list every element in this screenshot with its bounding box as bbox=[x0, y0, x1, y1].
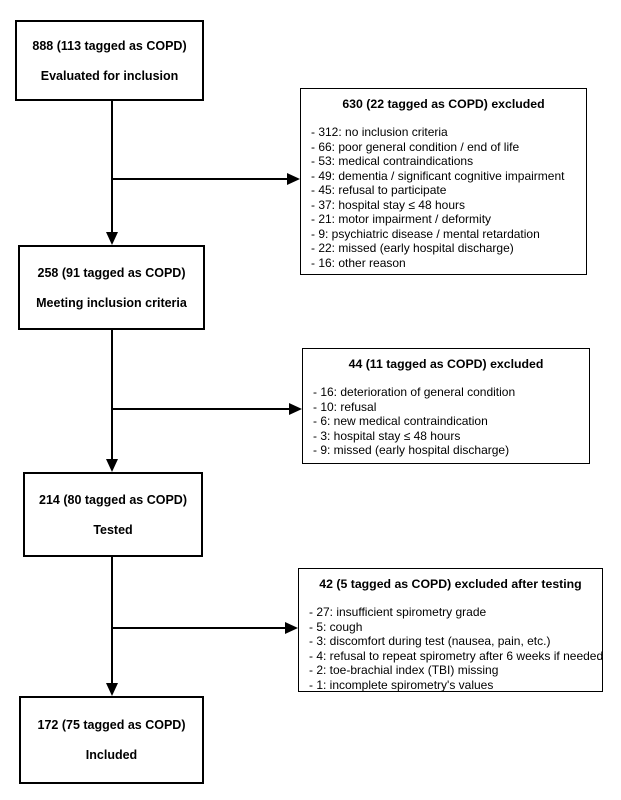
stage-label: Tested bbox=[93, 522, 133, 537]
exclusion-box-3: 42 (5 tagged as COPD) excluded after tes… bbox=[298, 568, 603, 692]
exclusion-item: - 16: other reason bbox=[311, 255, 406, 270]
exclusion-item: - 22: missed (early hospital discharge) bbox=[311, 241, 514, 255]
exclusion-item: - 2: toe-brachial index (TBI) missing bbox=[309, 663, 499, 677]
stage-count: 888 (113 tagged as COPD) bbox=[32, 38, 187, 53]
exclusion-title: 630 (22 tagged as COPD) excluded bbox=[342, 97, 545, 111]
exclusion-item: - 9: missed (early hospital discharge) bbox=[313, 443, 510, 457]
exclusion-list: - 16: deterioration of general condition… bbox=[313, 385, 579, 458]
stage-label: Evaluated for inclusion bbox=[40, 68, 179, 83]
exclusion-item: - 4: refusal to repeat spirometry after … bbox=[309, 648, 604, 663]
exclusion-title: 44 (11 tagged as COPD) excluded bbox=[348, 357, 544, 371]
stage-count: 258 (91 tagged as COPD) bbox=[37, 265, 186, 280]
arrow-to-excluded-3 bbox=[112, 622, 298, 634]
stage-box-evaluated: 888 (113 tagged as COPD) Evaluated for i… bbox=[15, 20, 204, 101]
stage-label: Meeting inclusion criteria bbox=[36, 295, 187, 310]
exclusion-item: - 3: hospital stay ≤ 48 hours bbox=[313, 428, 461, 443]
stage-count: 172 (75 tagged as COPD) bbox=[37, 718, 186, 732]
arrow-to-excluded-1 bbox=[112, 173, 300, 185]
exclusion-item: - 16: deterioration of general condition bbox=[313, 385, 516, 399]
exclusion-item: - 21: motor impairment / deformity bbox=[311, 212, 492, 226]
exclusion-item: - 6: new medical contraindication bbox=[313, 414, 488, 428]
exclusion-box-1: 630 (22 tagged as COPD) excluded - 312: … bbox=[300, 88, 587, 275]
exclusion-item: - 66: poor general condition / end of li… bbox=[311, 139, 520, 154]
exclusion-item: - 5: cough bbox=[309, 619, 363, 634]
exclusion-list: - 312: no inclusion criteria - 66: poor … bbox=[311, 125, 576, 270]
arrow-tested-to-included bbox=[106, 557, 118, 696]
stage-count: 214 (80 tagged as COPD) bbox=[39, 492, 187, 507]
exclusion-item: - 49: dementia / significant cognitive i… bbox=[311, 168, 565, 183]
arrow-evaluated-to-meeting bbox=[106, 101, 118, 245]
exclusion-item: - 10: refusal bbox=[313, 399, 377, 414]
exclusion-item: - 1: incomplete spirometry's values bbox=[309, 677, 494, 692]
exclusion-title: 42 (5 tagged as COPD) excluded after tes… bbox=[319, 577, 582, 591]
stage-box-meeting-criteria: 258 (91 tagged as COPD) Meeting inclusio… bbox=[18, 245, 205, 330]
exclusion-item: - 45: refusal to participate bbox=[311, 183, 447, 197]
exclusion-item: - 3: discomfort during test (nausea, pai… bbox=[309, 634, 551, 648]
exclusion-box-2: 44 (11 tagged as COPD) excluded - 16: de… bbox=[302, 348, 590, 464]
stage-box-tested: 214 (80 tagged as COPD) Tested bbox=[23, 472, 203, 557]
exclusion-item: - 53: medical contraindications bbox=[311, 154, 474, 168]
exclusion-list: - 27: insufficient spirometry grade - 5:… bbox=[309, 605, 604, 692]
stage-label: Included bbox=[85, 748, 138, 762]
stage-box-included: 172 (75 tagged as COPD) Included bbox=[19, 696, 204, 784]
exclusion-item: - 27: insufficient spirometry grade bbox=[309, 605, 487, 619]
arrow-to-excluded-2 bbox=[112, 403, 302, 415]
exclusion-item: - 312: no inclusion criteria bbox=[311, 125, 448, 139]
exclusion-item: - 37: hospital stay ≤ 48 hours bbox=[311, 197, 466, 212]
exclusion-item: - 9: psychiatric disease / mental retard… bbox=[311, 226, 540, 241]
arrow-meeting-to-tested bbox=[106, 330, 118, 472]
